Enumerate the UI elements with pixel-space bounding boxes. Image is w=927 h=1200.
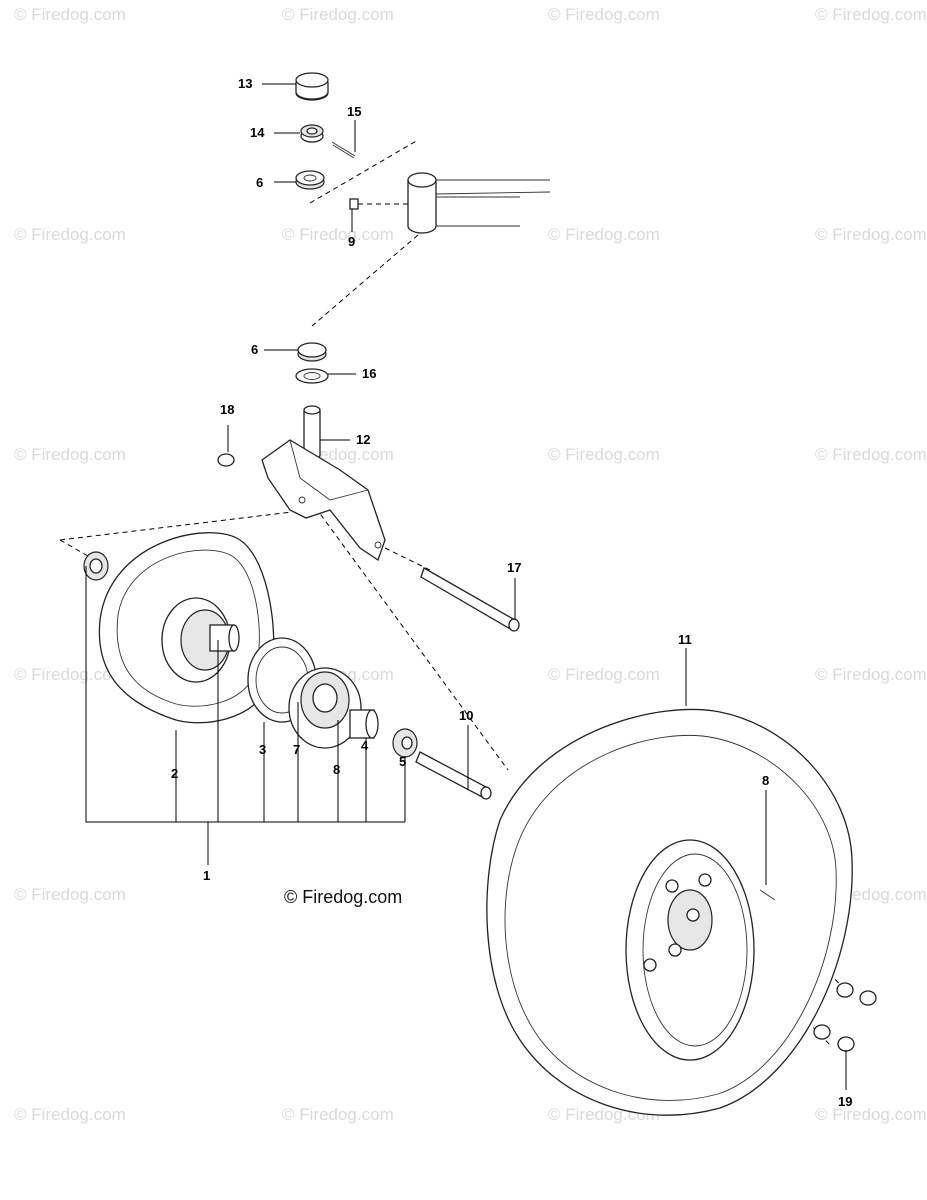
- watermark: © Firedog.com: [282, 5, 394, 24]
- watermark: © Firedog.com: [14, 885, 126, 904]
- drive-wheel-tire-part: [486, 708, 853, 1116]
- watermark: © Firedog.com: [14, 665, 126, 684]
- watermark: © Firedog.com: [282, 225, 394, 244]
- callout-11: 11: [678, 632, 692, 647]
- watermark: © Firedog.com: [815, 665, 927, 684]
- castle-nut-part: [300, 124, 324, 143]
- axle-bolt-part: [420, 567, 520, 632]
- callout-7: 7: [293, 742, 300, 757]
- axle-sleeve-part: [415, 751, 492, 800]
- watermark: © Firedog.com: [14, 225, 126, 244]
- callout-14: 14: [250, 125, 265, 140]
- bearing-upper-part: [295, 170, 325, 190]
- watermark: © Firedog.com: [548, 665, 660, 684]
- callout-1: 1: [203, 868, 210, 883]
- caster-fork-part: [261, 405, 386, 562]
- callouts: 13 14 15 6 9 6 16 18 12 17 11 10 8 2 3 7…: [171, 76, 852, 1109]
- wheel-bearing-right-part: [349, 709, 379, 739]
- leader-lines: [85, 83, 847, 1090]
- watermark: © Firedog.com: [815, 445, 927, 464]
- watermark: © Firedog.com: [815, 5, 927, 24]
- frame-tube-part: [407, 172, 551, 234]
- callout-6: 6: [256, 175, 263, 190]
- watermark: © Firedog.com: [815, 225, 927, 244]
- center-watermark: © Firedog.com: [284, 887, 402, 907]
- fork-nut-part: [217, 453, 235, 467]
- callout-12: 12: [356, 432, 370, 447]
- watermark: © Firedog.com: [14, 5, 126, 24]
- callout-2: 2: [171, 766, 178, 781]
- spacer-part: [392, 728, 418, 758]
- washer-part: [295, 368, 329, 384]
- watermark: © Firedog.com: [548, 225, 660, 244]
- callout-5: 5: [399, 754, 406, 769]
- rim-half-inner-part: [288, 667, 362, 749]
- watermark: © Firedog.com: [282, 1105, 394, 1124]
- callout-6: 6: [251, 342, 258, 357]
- watermark: © Firedog.com: [548, 5, 660, 24]
- watermark: © Firedog.com: [815, 1105, 927, 1124]
- callout-16: 16: [362, 366, 376, 381]
- callout-18: 18: [220, 402, 234, 417]
- bearing-lower-part: [297, 342, 327, 362]
- callout-8: 8: [333, 762, 340, 777]
- watermark: © Firedog.com: [14, 445, 126, 464]
- callout-13: 13: [238, 76, 252, 91]
- callout-3: 3: [259, 742, 266, 757]
- callout-19: 19: [838, 1094, 852, 1109]
- cotter-pin-part: [331, 141, 356, 159]
- callout-17: 17: [507, 560, 521, 575]
- wheel-seal-part: [83, 551, 109, 581]
- callout-4: 4: [361, 738, 369, 753]
- grease-fitting-part: [349, 198, 359, 210]
- dust-cap-part: [295, 72, 329, 101]
- wheel-bearing-left-part: [209, 624, 240, 652]
- watermark: © Firedog.com: [14, 1105, 126, 1124]
- watermark: © Firedog.com: [548, 445, 660, 464]
- caster-wheel-tire-part: [98, 532, 275, 724]
- callout-10: 10: [459, 708, 473, 723]
- lug-nuts-part: [813, 982, 877, 1052]
- callout-8: 8: [762, 773, 769, 788]
- callout-9: 9: [348, 234, 355, 249]
- callout-15: 15: [347, 104, 361, 119]
